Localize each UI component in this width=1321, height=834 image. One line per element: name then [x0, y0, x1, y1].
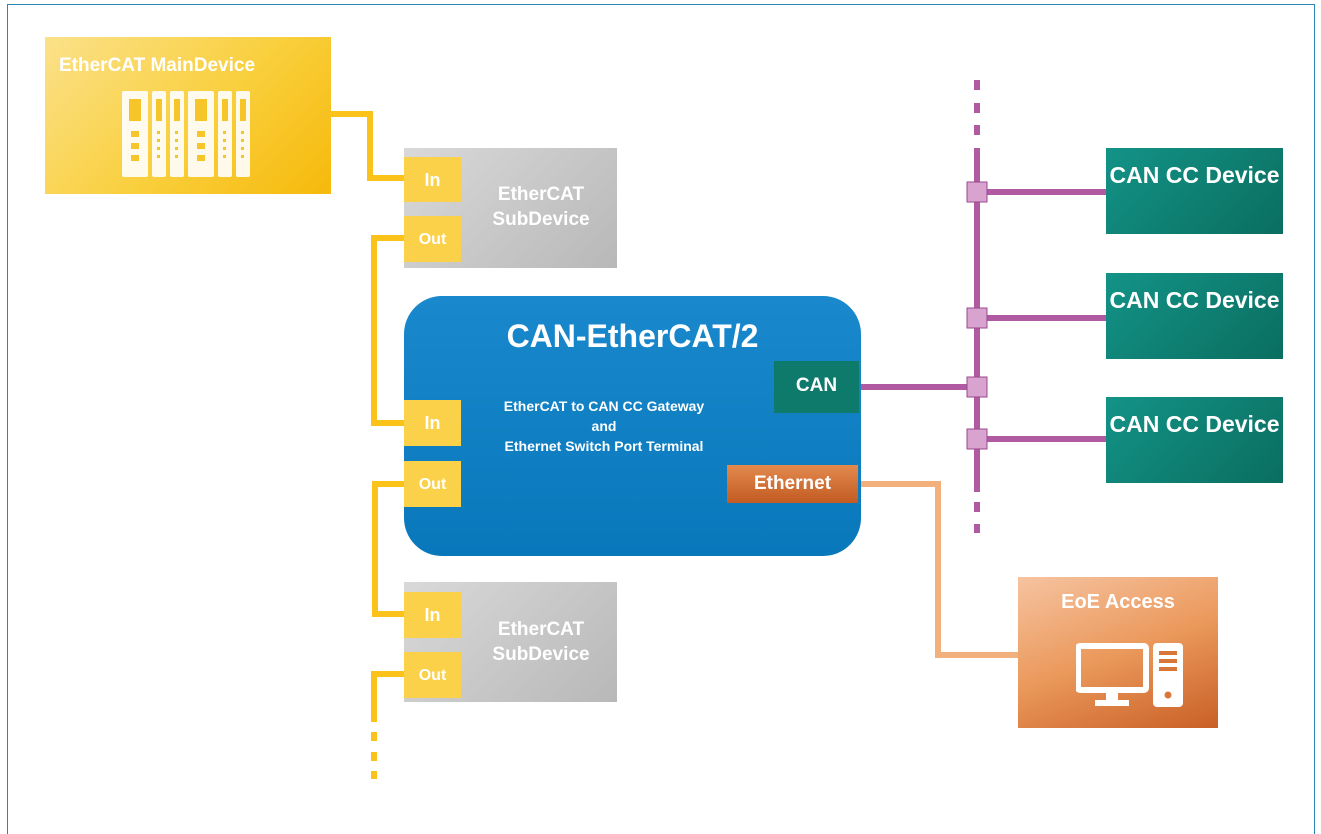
can-cc-device: CAN CC Device — [1106, 273, 1283, 359]
gateway-in-port: In — [404, 400, 461, 446]
eoe-access: EoE Access — [1018, 577, 1218, 728]
eoe-title: EoE Access — [1061, 591, 1175, 613]
port-label: In — [424, 605, 441, 625]
subdevice-bottom-in-port: In — [404, 592, 461, 638]
can-node — [966, 181, 988, 203]
subdevice-bottom-label: EtherCAT SubDevice — [492, 619, 590, 665]
ethercat-main-device: EtherCAT MainDevice — [45, 37, 331, 194]
can-node — [966, 428, 988, 450]
can-node — [966, 307, 988, 329]
can-device-label: CAN CC Device — [1109, 411, 1280, 437]
port-label: In — [424, 413, 441, 433]
ethernet-line — [858, 481, 1018, 658]
port-label: Out — [418, 667, 447, 684]
subdevice-bottom-out-port: Out — [404, 652, 461, 698]
ethercat-line-main-to-sub — [331, 111, 406, 181]
can-device-label: CAN CC Device — [1109, 287, 1280, 313]
ethercat-line-sub-out — [371, 671, 406, 722]
port-label: In — [424, 170, 441, 190]
plc-rack-icon — [122, 91, 250, 177]
port-label: Out — [418, 476, 447, 493]
gateway-description-line: and — [591, 418, 617, 434]
main-device-title: EtherCAT MainDevice — [59, 55, 256, 76]
can-ethercat-gateway: CAN-EtherCAT/2 EtherCAT to CAN CC Gatewa… — [404, 296, 861, 556]
subdevice-top-out-port: Out — [404, 216, 461, 262]
can-cc-device: CAN CC Device — [1106, 148, 1283, 234]
ethercat-line-gateway-to-sub — [372, 481, 406, 617]
ethercat-line-sub-to-gateway — [371, 235, 406, 426]
can-node — [966, 376, 988, 398]
can-device-label: CAN CC Device — [1109, 162, 1280, 188]
ethernet-port-label: Ethernet — [753, 473, 832, 494]
gateway-out-port: Out — [404, 461, 461, 507]
subdevice-top-in-port: In — [404, 157, 461, 202]
subdevice-top-label: EtherCAT SubDevice — [492, 184, 590, 230]
can-cc-device: CAN CC Device — [1106, 397, 1283, 483]
diagram-frame — [7, 4, 1315, 834]
can-port-label: CAN — [795, 375, 838, 396]
port-label: Out — [418, 231, 447, 248]
gateway-ethernet-port: Ethernet — [727, 465, 858, 503]
gateway-title: CAN-EtherCAT/2 — [506, 318, 759, 354]
gateway-description-line: EtherCAT to CAN CC Gateway — [503, 398, 705, 414]
gateway-can-port: CAN — [774, 361, 859, 413]
gateway-description: EtherCAT to CAN CC Gateway and Ethernet … — [434, 396, 774, 456]
gateway-description-line: Ethernet Switch Port Terminal — [504, 438, 704, 454]
desktop-computer-icon — [1076, 643, 1183, 707]
